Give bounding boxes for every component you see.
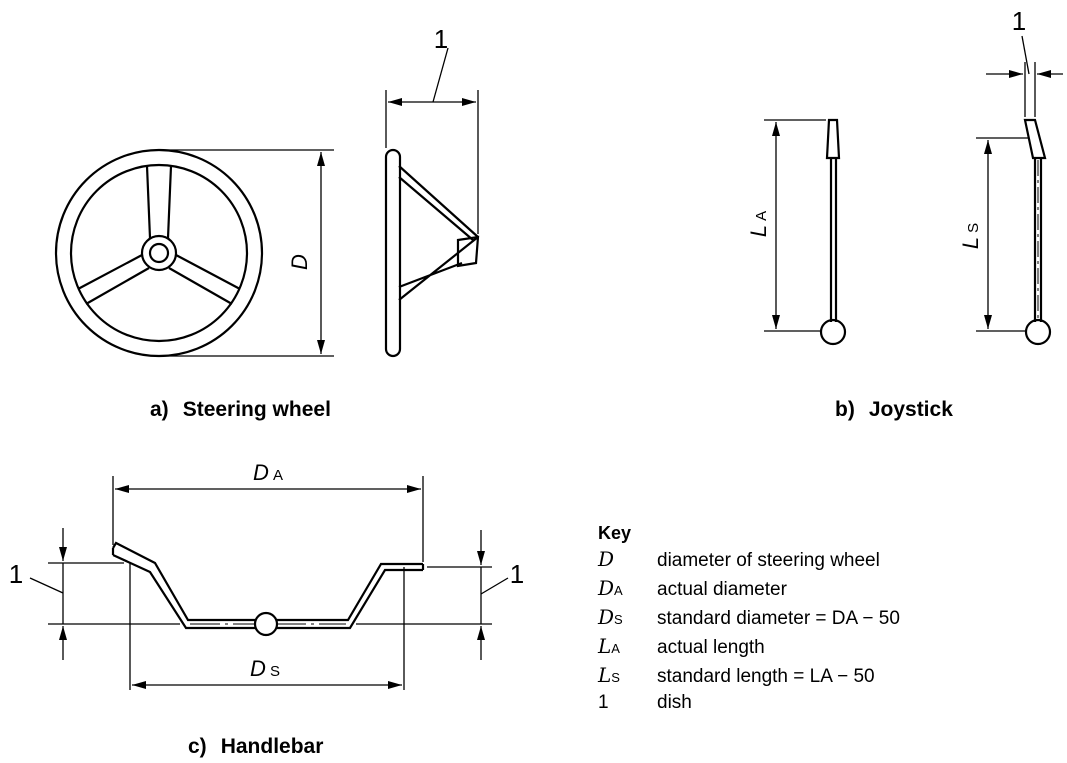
caption-handlebar: c) Handlebar [188,735,323,759]
key-row: DS standard diameter = DA − 50 [598,605,900,634]
handlebar-dish-right-label: 1 [510,559,524,589]
wheel-side-spoke-lower [398,236,479,301]
caption-letter: c) [188,735,207,758]
joystick-side-grip [1023,118,1047,160]
key-title: Key [598,523,632,543]
wheel-side-rim [384,148,402,358]
key-description: standard diameter = DA − 50 [657,608,900,629]
wheel-dish-label: 1 [434,24,448,54]
handlebar-dish-left-label: 1 [9,559,23,589]
caption-letter: a) [150,398,169,421]
key-row: 1 dish [598,692,900,721]
key-symbol: DS [598,605,623,629]
key-symbol: DA [598,576,623,600]
handlebar-outline-lower [112,541,423,622]
joystick-side-view [1023,118,1052,346]
joystick-front-view [819,118,847,346]
steering-wheel-front-view [54,148,264,358]
key-description: standard length = LA − 50 [657,666,875,687]
wheel-spoke-top [145,165,173,239]
wheel-rim-outer [54,148,264,358]
key-row: LS standard length = LA − 50 [598,663,900,692]
key-description: dish [657,692,692,713]
key-description: actual diameter [657,579,787,600]
dimension-la [764,119,826,332]
key-row: LA actual length [598,634,900,663]
caption-label: Steering wheel [182,398,331,421]
caption-label: Handlebar [220,735,324,758]
steering-wheel-side-view [384,148,480,358]
joystick-side-ball [1024,318,1052,346]
wheel-rim-inner [69,163,249,343]
caption-letter: b) [835,398,855,421]
dimension-ds [129,562,405,690]
joystick-front-ball [819,318,847,346]
key-row: DA actual diameter [598,576,900,605]
dimension-la-label: LA [746,211,771,237]
dimension-d [165,149,334,357]
key-row: D diameter of steering wheel [598,547,900,576]
dimension-d-label: D [287,254,312,270]
wheel-hub-inner [148,242,170,264]
key-description: diameter of steering wheel [657,550,880,571]
caption-joystick: b) Joystick [835,398,953,422]
key-symbol: LA [598,634,620,658]
handlebar-dish-right-dimension [356,530,509,660]
joystick-dish-dimension [986,35,1063,117]
key-symbol: 1 [598,692,609,713]
wheel-side-spoke-upper [398,165,479,241]
wheel-dish-dimension [385,47,479,234]
dimension-ls-label: LS [958,223,983,249]
joystick-front-grip [825,118,841,160]
joystick-dish-label: 1 [1012,6,1026,36]
wheel-side-hub [456,235,480,268]
dimension-ls [976,137,1028,332]
caption-steering-wheel: a) Steering wheel [150,398,331,422]
caption-label: Joystick [868,398,953,421]
handlebar-dish-left-dimension [29,528,180,660]
wheel-spoke-right [168,254,241,305]
wheel-hub-outer [140,234,178,272]
handlebar-view [111,541,425,637]
key-description: actual length [657,637,765,658]
handlebar-center-ball [253,611,279,637]
dimension-da [112,476,424,562]
wheel-spoke-left [77,254,150,305]
key-symbol: D [598,547,615,571]
key-legend: Key D diameter of steering wheel DA actu… [598,523,900,721]
key-symbol: LS [598,663,620,687]
